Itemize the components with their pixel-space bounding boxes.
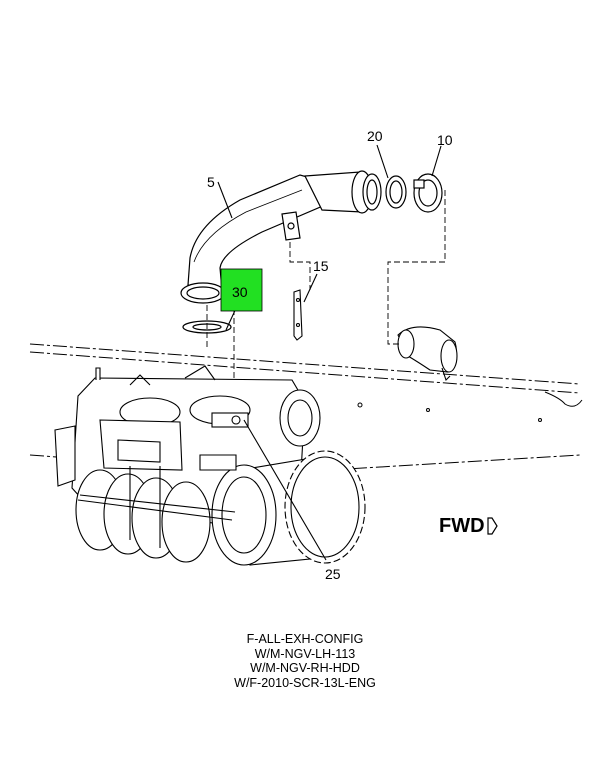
callout-20[interactable]: 20 — [367, 128, 383, 144]
forward-arrow-icon — [487, 517, 498, 535]
caption-line: W/M-NGV-LH-113 — [254, 646, 356, 661]
caption-line: W/M-NGV-RH-HDD — [250, 661, 360, 675]
callout-5[interactable]: 5 — [207, 174, 215, 190]
callout-30[interactable]: 30 — [232, 284, 248, 300]
assembly-lines — [206, 190, 446, 384]
leader-lines — [217, 144, 442, 561]
aftertreatment-assembly — [54, 365, 366, 566]
callout-10[interactable]: 10 — [437, 132, 453, 148]
clamp-10 — [413, 173, 443, 213]
clamp-20 — [385, 175, 407, 209]
caption-line: W/F-2010-SCR-13L-ENG — [234, 675, 376, 690]
callout-30-highlight[interactable] — [220, 268, 263, 312]
inlet-elbow — [397, 326, 458, 382]
caption-line: F-ALL-EXH-CONFIG — [246, 632, 364, 646]
exhaust-pipe — [180, 170, 382, 334]
callout-25[interactable]: 25 — [325, 566, 341, 582]
callout-15[interactable]: 15 — [313, 258, 329, 274]
bracket-15 — [293, 289, 303, 341]
applicability-caption: F-ALL-EXH-CONFIG W/M-NGV-LH-113 W/M-NGV-… — [0, 632, 610, 690]
fwd-label: FWD — [439, 515, 485, 537]
